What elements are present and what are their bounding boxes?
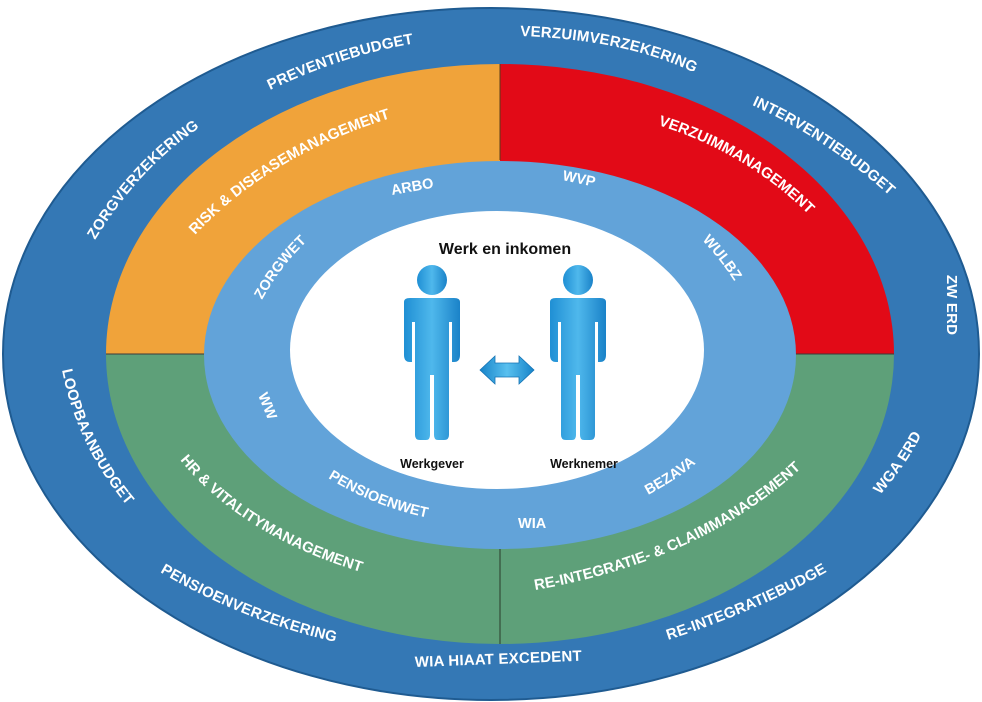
person-icon bbox=[404, 265, 460, 440]
person-icon bbox=[550, 265, 606, 440]
outer-label-wia-hiaat-excedent: WIA HIAAT EXCEDENT bbox=[415, 648, 583, 671]
center-title: Werk en inkomen bbox=[439, 241, 571, 258]
werknemer-label: Werknemer bbox=[550, 457, 618, 471]
werkgever-label: Werkgever bbox=[400, 457, 464, 471]
inner-label-arbo: ARBO bbox=[390, 176, 435, 199]
inner-label-wia: WIA bbox=[518, 516, 547, 532]
double-arrow-icon bbox=[479, 355, 535, 385]
outer-label-zw-erd: ZW ERD bbox=[943, 275, 960, 335]
inner-label-wvp: WVP bbox=[561, 168, 597, 190]
center-ellipse bbox=[290, 211, 704, 489]
